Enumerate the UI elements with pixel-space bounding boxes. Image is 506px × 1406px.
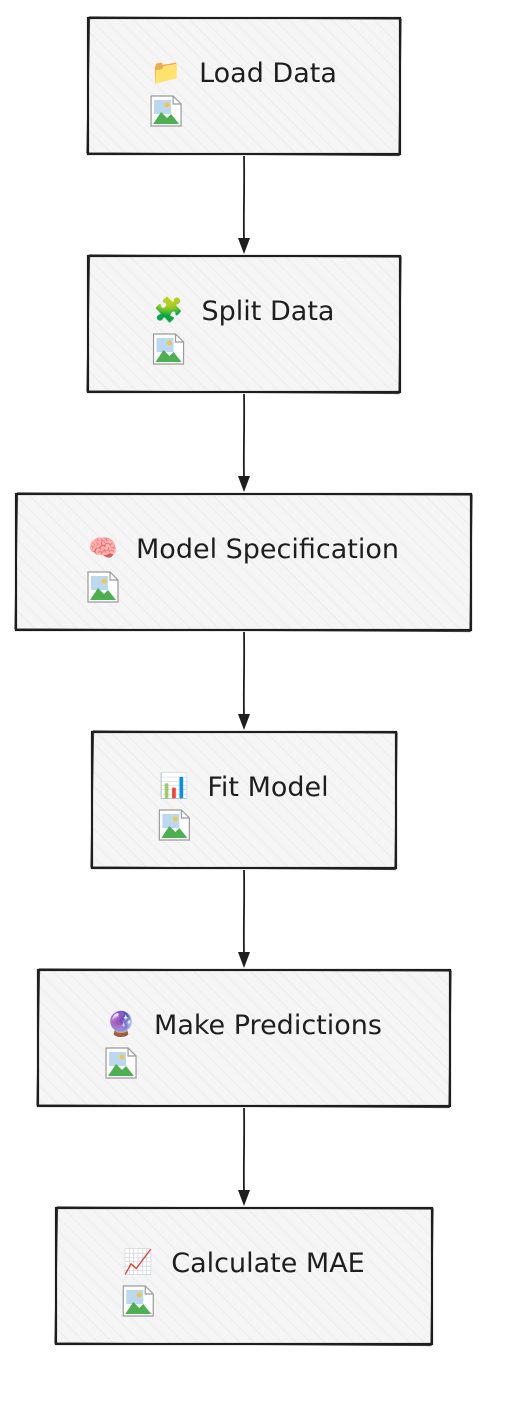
node-fit-model: Fit Model 📊 — [90, 730, 398, 871]
broken-image-icon — [122, 1285, 154, 1317]
node-box — [86, 16, 402, 156]
node-label: Calculate MAE — [171, 1248, 365, 1279]
node-box-sketch — [54, 1206, 434, 1347]
broken-image-icon — [105, 1047, 137, 1079]
node-label: Split Data — [202, 296, 335, 327]
chart-increasing-icon: 📈 — [123, 1248, 153, 1276]
puzzle-piece-icon: 🧩 — [154, 296, 184, 324]
node-label: Fit Model — [207, 772, 328, 803]
broken-image-icon — [152, 333, 185, 365]
brain-icon: 🧠 — [88, 534, 118, 562]
broken-image-icon — [150, 95, 182, 127]
file-folder-icon: 📁 — [151, 58, 181, 86]
node-label: Make Predictions — [154, 1010, 382, 1041]
edge-arrow — [238, 869, 250, 968]
node-box-sketch — [36, 968, 452, 1109]
node-box-sketch — [86, 16, 402, 157]
edge-arrow — [238, 1107, 250, 1206]
node-make-predictions: Make Predictions 🔮 — [36, 968, 452, 1109]
crystal-ball-icon: 🔮 — [106, 1010, 136, 1038]
node-box-sketch — [86, 254, 402, 395]
node-box — [36, 968, 452, 1108]
edge-arrow — [238, 393, 250, 492]
node-model-specification: Model Specification 🧠 — [14, 492, 473, 633]
node-box-sketch — [90, 730, 398, 871]
node-label: Load Data — [199, 58, 337, 89]
node-box-sketch — [14, 492, 473, 633]
broken-image-icon — [158, 809, 190, 841]
node-label: Model Specification — [136, 534, 399, 565]
broken-image-icon — [87, 571, 119, 603]
edge-arrow — [238, 631, 250, 730]
node-calculate-mae: Calculate MAE 📈 — [54, 1206, 434, 1347]
edge-arrow — [238, 155, 250, 254]
bar-chart-icon: 📊 — [159, 772, 189, 800]
node-load-data: Load Data 📁 — [86, 16, 402, 157]
node-split-data: Split Data 🧩 — [86, 254, 402, 395]
